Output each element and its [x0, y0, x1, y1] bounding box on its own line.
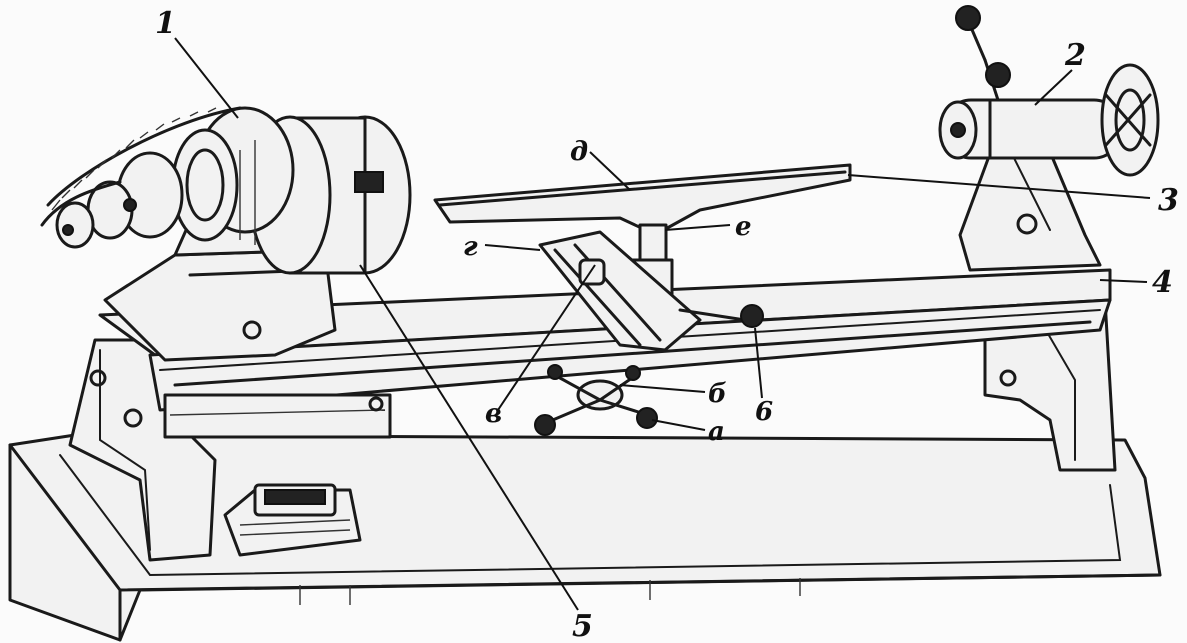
- label-d: д: [570, 137, 588, 167]
- leader-lines: [174, 37, 1151, 611]
- motor-pulley-assembly: [55, 106, 412, 275]
- callout-labels: 1 2 3 4 5 6 а б в г д е: [155, 6, 1179, 643]
- label-1: 1: [155, 6, 176, 41]
- tool-rest-carriage: [538, 230, 747, 352]
- star-handwheel: [534, 364, 658, 436]
- label-4: 4: [1152, 265, 1173, 300]
- label-2: 2: [1064, 38, 1086, 73]
- label-6: 6: [755, 397, 773, 427]
- drive-belt: [40, 106, 242, 227]
- tailstock: [938, 5, 1160, 272]
- label-a: а: [708, 417, 725, 447]
- label-5: 5: [572, 609, 593, 643]
- label-v: в: [485, 399, 502, 429]
- label-e: е: [735, 212, 752, 242]
- label-b: б: [708, 379, 727, 409]
- left-leg: [68, 338, 217, 562]
- label-g: г: [463, 232, 478, 262]
- switch-box: [223, 483, 362, 557]
- label-3: 3: [1158, 183, 1179, 218]
- clamp-handle: [740, 304, 764, 328]
